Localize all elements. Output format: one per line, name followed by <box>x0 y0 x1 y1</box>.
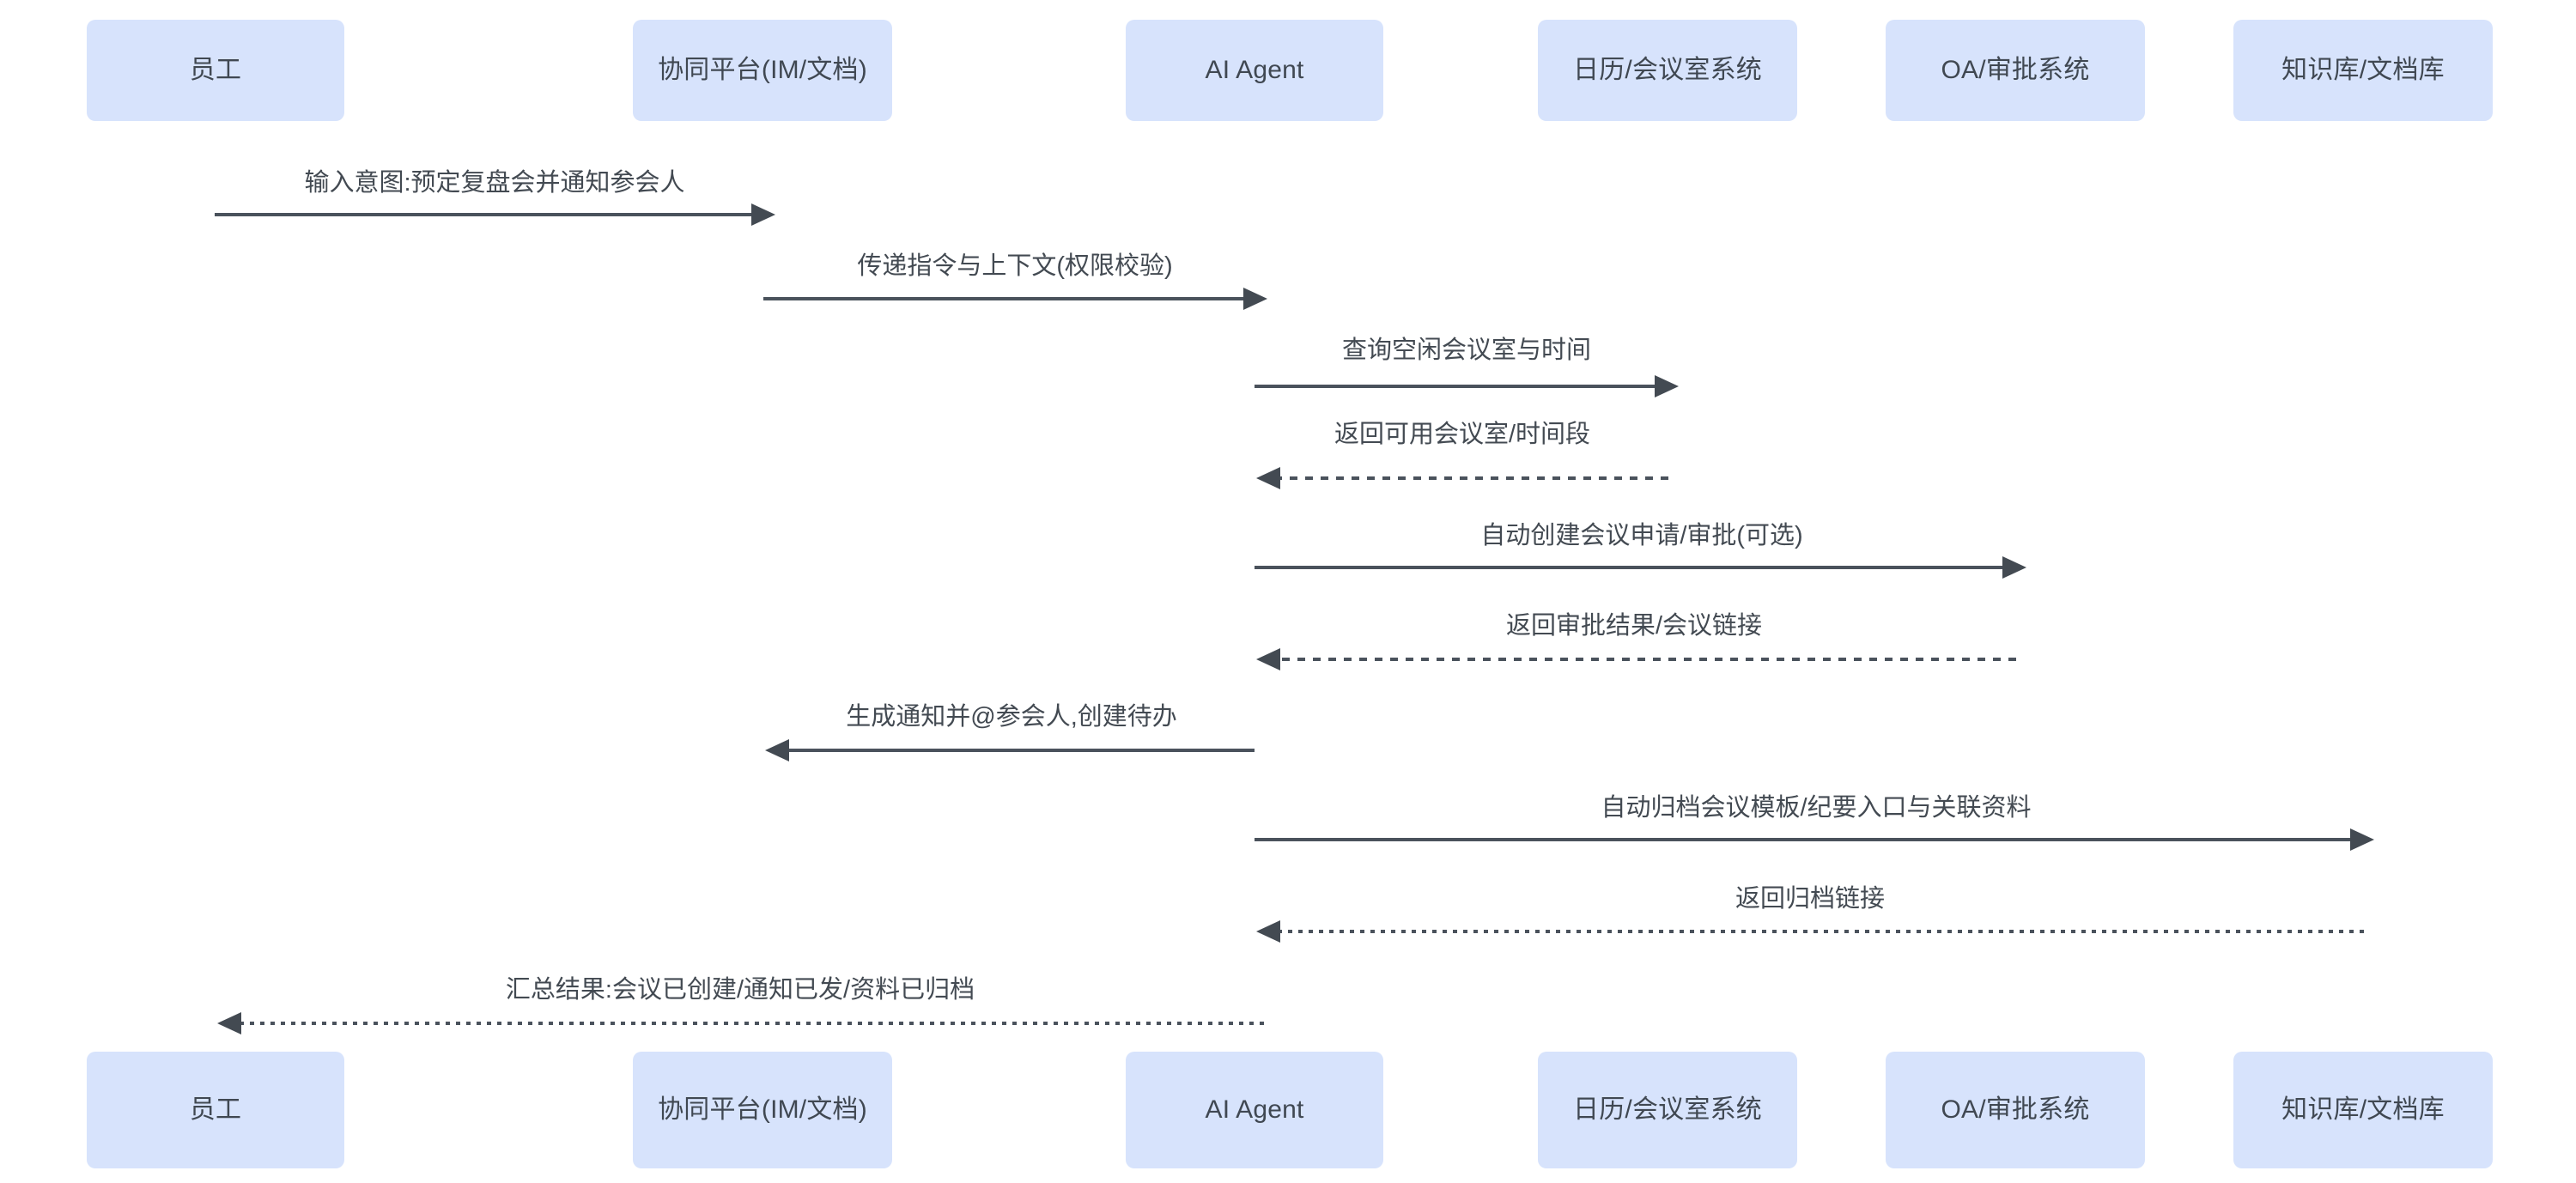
participant-label-collab-bottom: 协同平台(IM/文档) <box>658 1095 867 1124</box>
message-arrow-1 <box>0 203 2576 228</box>
participant-box-collab-bottom[interactable]: 协同平台(IM/文档) <box>633 1052 892 1168</box>
message-label-7: 生成通知并@参会人,创建待办 <box>846 703 1177 731</box>
message-arrow-10 <box>0 1011 2576 1037</box>
participant-box-calendar-bottom[interactable]: 日历/会议室系统 <box>1538 1052 1797 1168</box>
message-label-9: 返回归档链接 <box>1735 885 1886 913</box>
message-arrow-5 <box>0 555 2576 581</box>
message-arrow-6 <box>0 647 2576 673</box>
participant-label-employee-bottom: 员工 <box>189 1095 242 1124</box>
participant-box-employee-bottom[interactable]: 员工 <box>87 1052 344 1168</box>
message-arrow-4 <box>0 466 2576 492</box>
participant-label-collab-top: 协同平台(IM/文档) <box>658 56 867 84</box>
message-label-3: 查询空闲会议室与时间 <box>1341 337 1592 364</box>
message-label-2: 传递指令与上下文(权限校验) <box>857 252 1173 280</box>
participant-label-agent-top: AI Agent <box>1205 56 1304 84</box>
message-arrow-9 <box>0 919 2576 945</box>
participant-box-kb-bottom[interactable]: 知识库/文档库 <box>2233 1052 2493 1168</box>
message-arrow-3 <box>0 374 2576 400</box>
message-arrow-8 <box>0 828 2576 853</box>
participant-label-oa-bottom: OA/审批系统 <box>1941 1095 2090 1124</box>
participant-box-oa-top[interactable]: OA/审批系统 <box>1886 20 2145 121</box>
participant-label-calendar-bottom: 日历/会议室系统 <box>1573 1095 1762 1124</box>
message-label-5: 自动创建会议申请/审批(可选) <box>1480 522 1803 549</box>
participant-label-oa-top: OA/审批系统 <box>1941 56 2090 84</box>
participant-box-agent-top[interactable]: AI Agent <box>1126 20 1383 121</box>
message-label-6: 返回审批结果/会议链接 <box>1505 612 1763 640</box>
message-label-10: 汇总结果:会议已创建/通知已发/资料已归档 <box>505 976 975 1004</box>
participant-label-calendar-top: 日历/会议室系统 <box>1573 56 1762 84</box>
message-label-1: 输入意图:预定复盘会并通知参会人 <box>304 169 685 197</box>
participant-label-kb-bottom: 知识库/文档库 <box>2281 1095 2445 1124</box>
participant-box-employee-top[interactable]: 员工 <box>87 20 344 121</box>
message-label-4: 返回可用会议室/时间段 <box>1334 421 1591 448</box>
message-arrow-2 <box>0 287 2576 312</box>
participant-box-oa-bottom[interactable]: OA/审批系统 <box>1886 1052 2145 1168</box>
participant-label-agent-bottom: AI Agent <box>1205 1095 1304 1124</box>
participant-label-employee-top: 员工 <box>189 56 242 84</box>
participant-box-calendar-top[interactable]: 日历/会议室系统 <box>1538 20 1797 121</box>
participant-box-agent-bottom[interactable]: AI Agent <box>1126 1052 1383 1168</box>
participant-box-collab-top[interactable]: 协同平台(IM/文档) <box>633 20 892 121</box>
participant-label-kb-top: 知识库/文档库 <box>2281 56 2445 84</box>
message-arrow-7 <box>0 738 2576 764</box>
message-label-8: 自动归档会议模板/纪要入口与关联资料 <box>1601 794 2032 822</box>
participant-box-kb-top[interactable]: 知识库/文档库 <box>2233 20 2493 121</box>
